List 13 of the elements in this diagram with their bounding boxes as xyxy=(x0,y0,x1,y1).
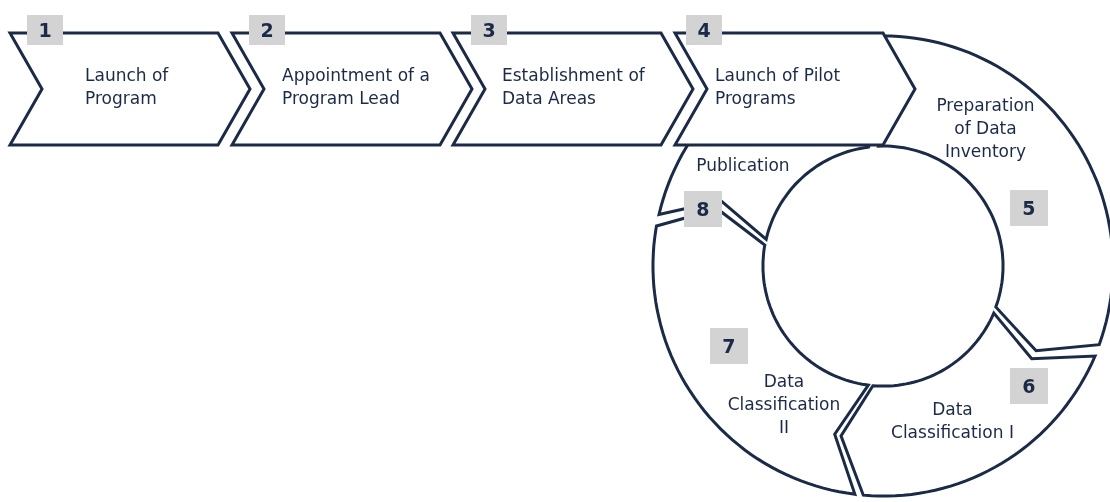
number-badge: 4 xyxy=(686,15,722,45)
number-badge: 3 xyxy=(471,15,507,45)
step-label: Establishment of Data Areas xyxy=(502,64,646,110)
number-badge: 8 xyxy=(684,191,722,227)
step-label: Publication xyxy=(695,154,791,177)
number-badge: 1 xyxy=(27,15,63,45)
step-label: Launch of Program xyxy=(85,64,170,110)
number-badge: 2 xyxy=(249,15,285,45)
step-label: Appointment of a Program Lead xyxy=(282,64,431,110)
step-label: Launch of Pilot Programs xyxy=(715,64,842,110)
step-label: Data Classification II xyxy=(726,370,842,439)
step-label: Preparation of Data Inventory xyxy=(935,94,1036,163)
number-badge: 5 xyxy=(1010,190,1048,226)
